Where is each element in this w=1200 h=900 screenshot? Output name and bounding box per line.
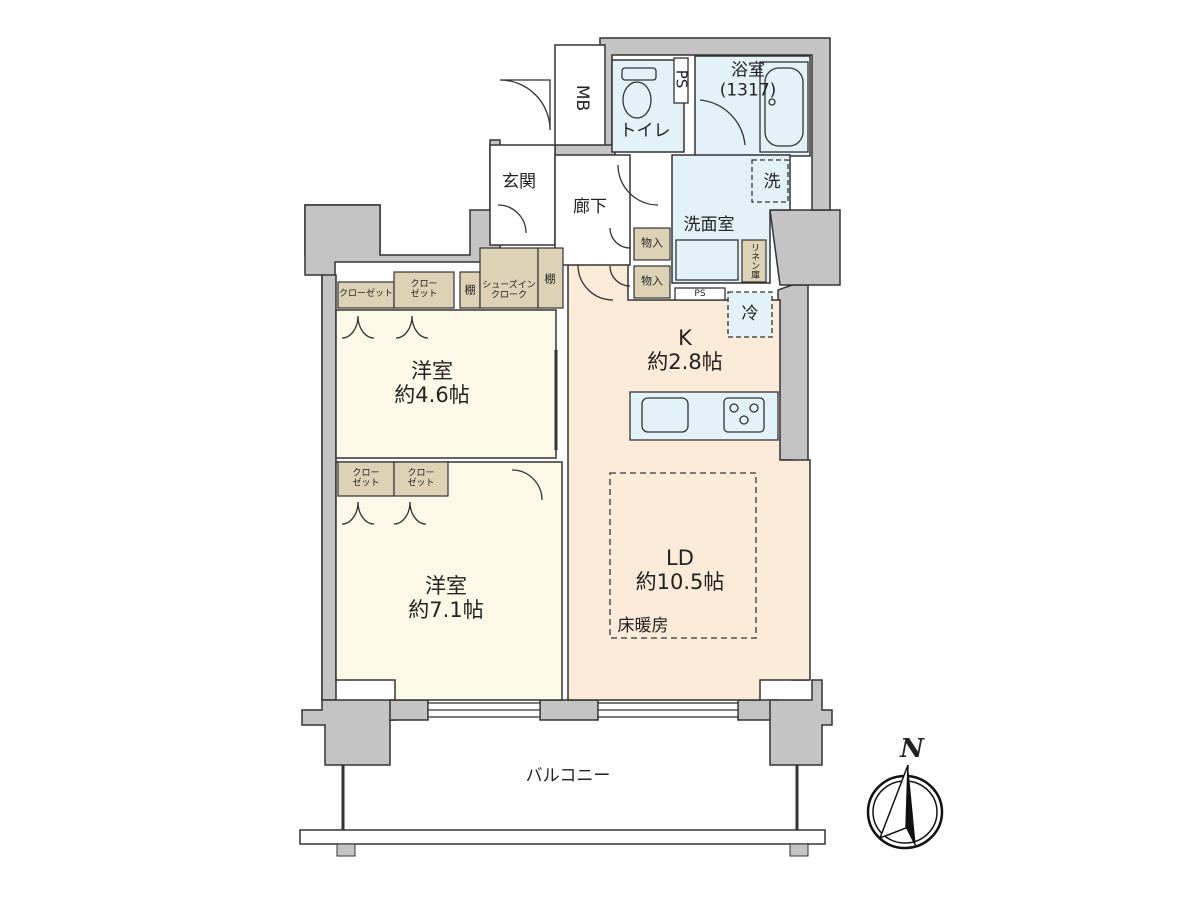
kitchen-name: K: [678, 325, 692, 350]
balcony: [299, 765, 826, 857]
compass-icon: [866, 764, 944, 850]
rooms: [335, 55, 811, 701]
ld-label: LD 約10.5帖: [636, 546, 725, 594]
ld-name: LD: [666, 545, 694, 570]
room2-name: 洋室: [425, 573, 467, 598]
ps-top-label: PS: [672, 69, 691, 89]
closet-b-label: クロー ゼット: [410, 279, 438, 300]
storage-blocks: [337, 227, 767, 497]
kitchen-size: 約2.8帖: [647, 350, 723, 374]
entrance-label: 玄関: [502, 172, 536, 193]
shelf2-label: 棚: [544, 272, 556, 286]
washroom-label: 洗面室: [683, 215, 735, 236]
room1-name: 洋室: [411, 358, 453, 383]
shoe-closet-label: シューズイン クローク: [482, 280, 536, 301]
kitchen-label: K 約2.8帖: [647, 326, 722, 374]
storage1-label: 物入: [641, 236, 663, 250]
compass-north-label: N: [900, 734, 924, 765]
storage2-label: 物入: [641, 274, 663, 288]
linen-label: リネン庫: [749, 243, 760, 279]
mb-label: MB: [571, 84, 592, 112]
fixtures: [341, 57, 809, 718]
balcony-label: バルコニー: [525, 766, 611, 787]
closet-c-label: クロー ゼット: [352, 468, 380, 489]
shelf1-label: 棚: [464, 283, 476, 297]
room1-label: 洋室 約4.6帖: [394, 359, 469, 407]
room2-size: 約7.1帖: [408, 598, 484, 622]
bath-name: 浴室: [731, 60, 765, 81]
washer-label: 洗: [763, 172, 781, 193]
closet-a-label: クローゼット: [338, 288, 394, 299]
floor-heating-label: 床暖房: [617, 616, 669, 637]
hallway-label: 廊下: [573, 197, 607, 218]
closet-d-label: クロー ゼット: [407, 468, 435, 489]
ps-kitchen-label: PS: [694, 288, 706, 299]
bath-size: (1317): [719, 80, 777, 100]
fridge-label: 冷: [741, 304, 759, 325]
toilet-label: トイレ: [619, 121, 671, 142]
room2-label: 洋室 約7.1帖: [408, 574, 483, 622]
bath-label: 浴室 (1317): [720, 61, 777, 100]
room1-size: 約4.6帖: [394, 383, 470, 407]
ld-size: 約10.5帖: [635, 570, 725, 594]
